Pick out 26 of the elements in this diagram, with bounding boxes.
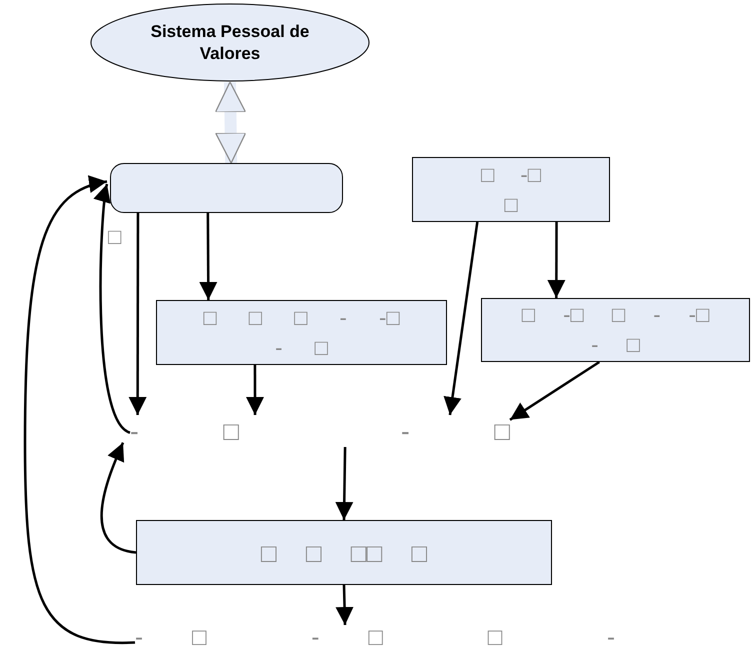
arrow — [100, 442, 136, 554]
node-text: □ -□ □ — [480, 160, 542, 218]
node-text: -□ -□ □ - — [135, 625, 615, 650]
arrow — [24, 176, 135, 644]
arrow — [444, 222, 479, 416]
arrow — [509, 360, 600, 421]
node-text: - □ - □ — [130, 416, 510, 446]
arrow — [335, 446, 354, 520]
arrow — [199, 213, 218, 300]
process-box — [156, 300, 447, 365]
rounded-box — [110, 163, 343, 213]
arrow — [547, 222, 566, 298]
node-text: Sistema Pessoal de Valores — [150, 21, 310, 64]
process-box — [412, 157, 610, 222]
process-box — [481, 298, 750, 362]
node-text: □ □ □ - -□ - □ — [202, 304, 401, 362]
node-text: □ -□ □ - -□ - □ — [520, 301, 710, 359]
ellipse-node — [90, 3, 370, 82]
arrow — [246, 365, 264, 415]
double-block-arrow — [214, 81, 246, 164]
node-text: □ □ □□ □ — [260, 538, 428, 568]
label-text: □ — [108, 224, 122, 250]
process-box — [136, 520, 552, 585]
arrow — [128, 213, 147, 415]
arrow — [94, 184, 131, 434]
arrow — [336, 584, 354, 626]
